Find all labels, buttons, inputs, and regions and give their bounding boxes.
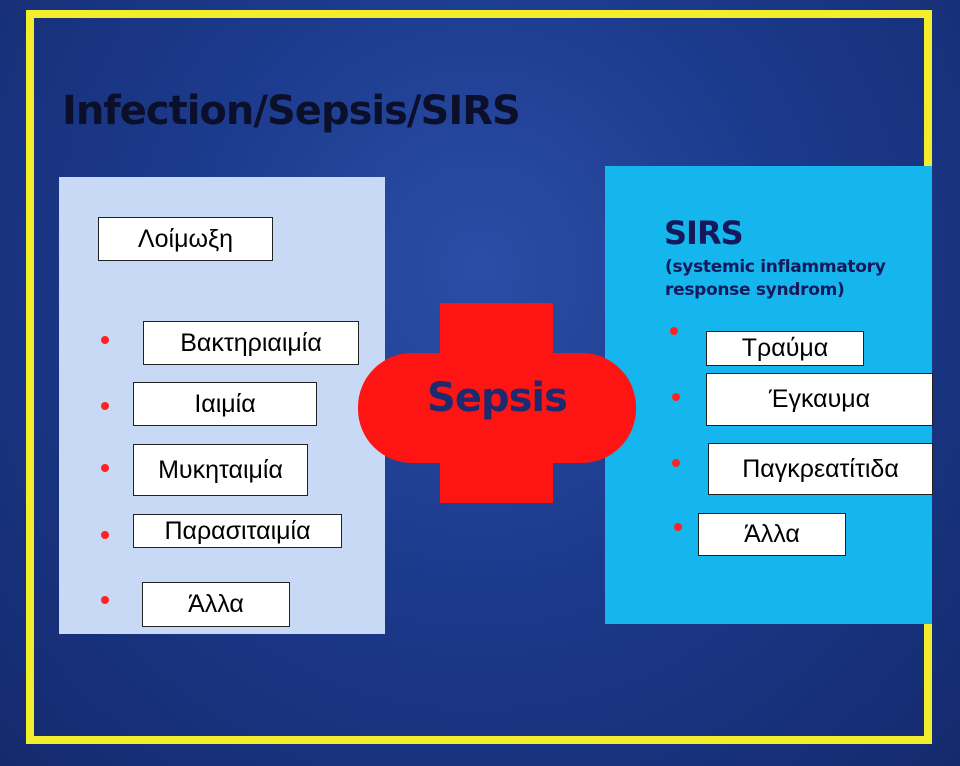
bullet-icon bbox=[101, 596, 109, 604]
bullet-icon bbox=[674, 523, 682, 531]
sirs-heading: SIRS bbox=[664, 214, 744, 252]
bullet-icon bbox=[101, 531, 109, 539]
bullet-icon bbox=[670, 327, 678, 335]
sirs-item-burn: Έγκαυμα bbox=[706, 373, 933, 426]
sirs-item-pancreatitis: Παγκρεατίτιδα bbox=[708, 443, 933, 495]
sirs-item-other: Άλλα bbox=[698, 513, 846, 556]
infection-item-viremia: Ιαιμία bbox=[133, 382, 317, 426]
infection-item-parasitemia: Παρασιταιμία bbox=[133, 514, 342, 548]
sirs-item-trauma: Τραύμα bbox=[706, 331, 864, 366]
bullet-icon bbox=[672, 459, 680, 467]
sepsis-cross: Sepsis bbox=[358, 303, 636, 503]
infection-item-other: Άλλα bbox=[142, 582, 290, 627]
infection-item-bacteremia: Βακτηριαιμία bbox=[143, 321, 359, 365]
sirs-subtitle: (systemic inflammatory response syndrom) bbox=[665, 257, 886, 300]
bullet-icon bbox=[101, 402, 109, 410]
infection-item-fungemia: Μυκηταιμία bbox=[133, 444, 308, 496]
bullet-icon bbox=[101, 464, 109, 472]
slide-title: Infection/Sepsis/SIRS bbox=[62, 88, 521, 134]
cross-horizontal-bar bbox=[358, 353, 636, 463]
bullet-icon bbox=[672, 393, 680, 401]
infection-heading-box: Λοίμωξη bbox=[98, 217, 273, 261]
bullet-icon bbox=[101, 336, 109, 344]
sepsis-label: Sepsis bbox=[427, 375, 568, 421]
